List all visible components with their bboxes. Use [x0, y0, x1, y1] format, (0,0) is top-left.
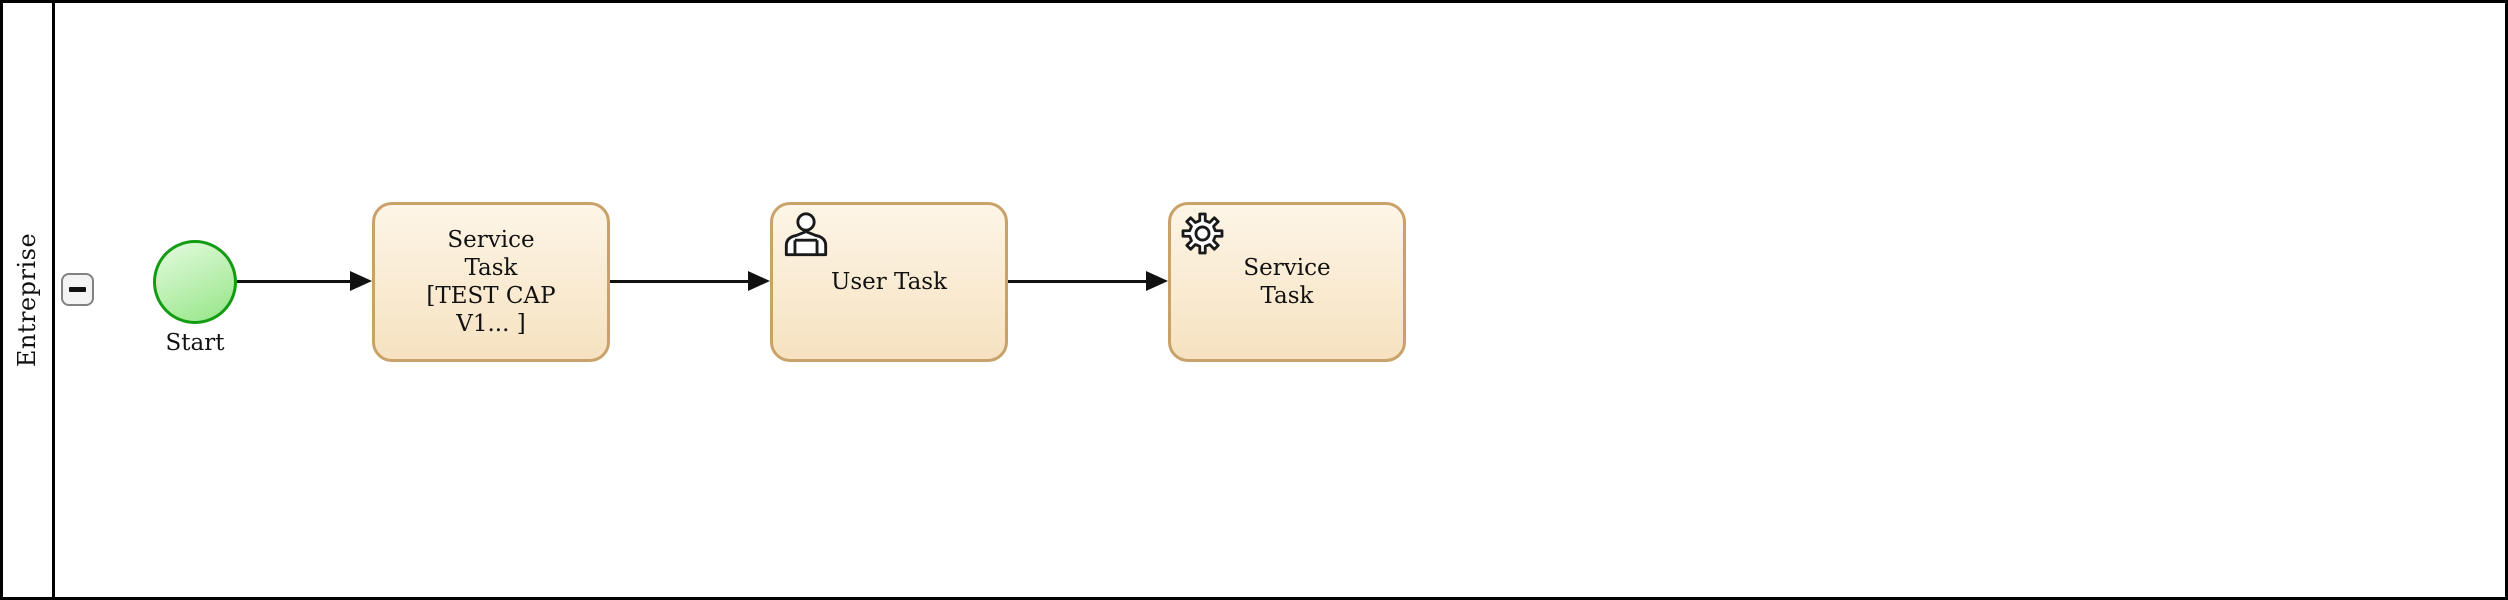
- pool-label: Entreprise: [13, 232, 42, 368]
- start-event-label: Start: [165, 330, 225, 356]
- service-task-1-label-line2: Task: [464, 255, 518, 281]
- user-icon: [784, 212, 828, 257]
- sequence-flow-2[interactable]: [610, 280, 750, 283]
- sequence-flow-3-arrowhead: [1146, 271, 1168, 291]
- sequence-flow-1[interactable]: [237, 280, 352, 283]
- service-task-1-label: Service Task [TEST CAP V1... ]: [426, 226, 555, 338]
- service-task-1-label-line4: V1... ]: [456, 311, 526, 337]
- user-task-label: User Task: [830, 269, 948, 295]
- service-task-2[interactable]: Service Task: [1168, 202, 1406, 362]
- service-task-1-label-line1: Service: [447, 227, 535, 253]
- service-task-1[interactable]: Service Task [TEST CAP V1... ]: [372, 202, 610, 362]
- minus-icon: [69, 287, 86, 292]
- sequence-flow-3[interactable]: [1008, 280, 1148, 283]
- start-event[interactable]: [153, 240, 237, 324]
- sequence-flow-2-arrowhead: [748, 271, 770, 291]
- gear-icon: [1181, 212, 1224, 255]
- user-task[interactable]: User Task: [770, 202, 1008, 362]
- sequence-flow-1-arrowhead: [350, 271, 372, 291]
- collapse-lane-button[interactable]: [61, 273, 94, 306]
- pool-header-entreprise[interactable]: Entreprise: [3, 3, 55, 597]
- service-task-2-label: Service Task: [1243, 254, 1330, 310]
- service-task-1-label-line3: [TEST CAP: [426, 283, 556, 309]
- service-task-2-label-line2: Task: [1260, 283, 1314, 309]
- service-task-2-label-line1: Service: [1243, 255, 1331, 281]
